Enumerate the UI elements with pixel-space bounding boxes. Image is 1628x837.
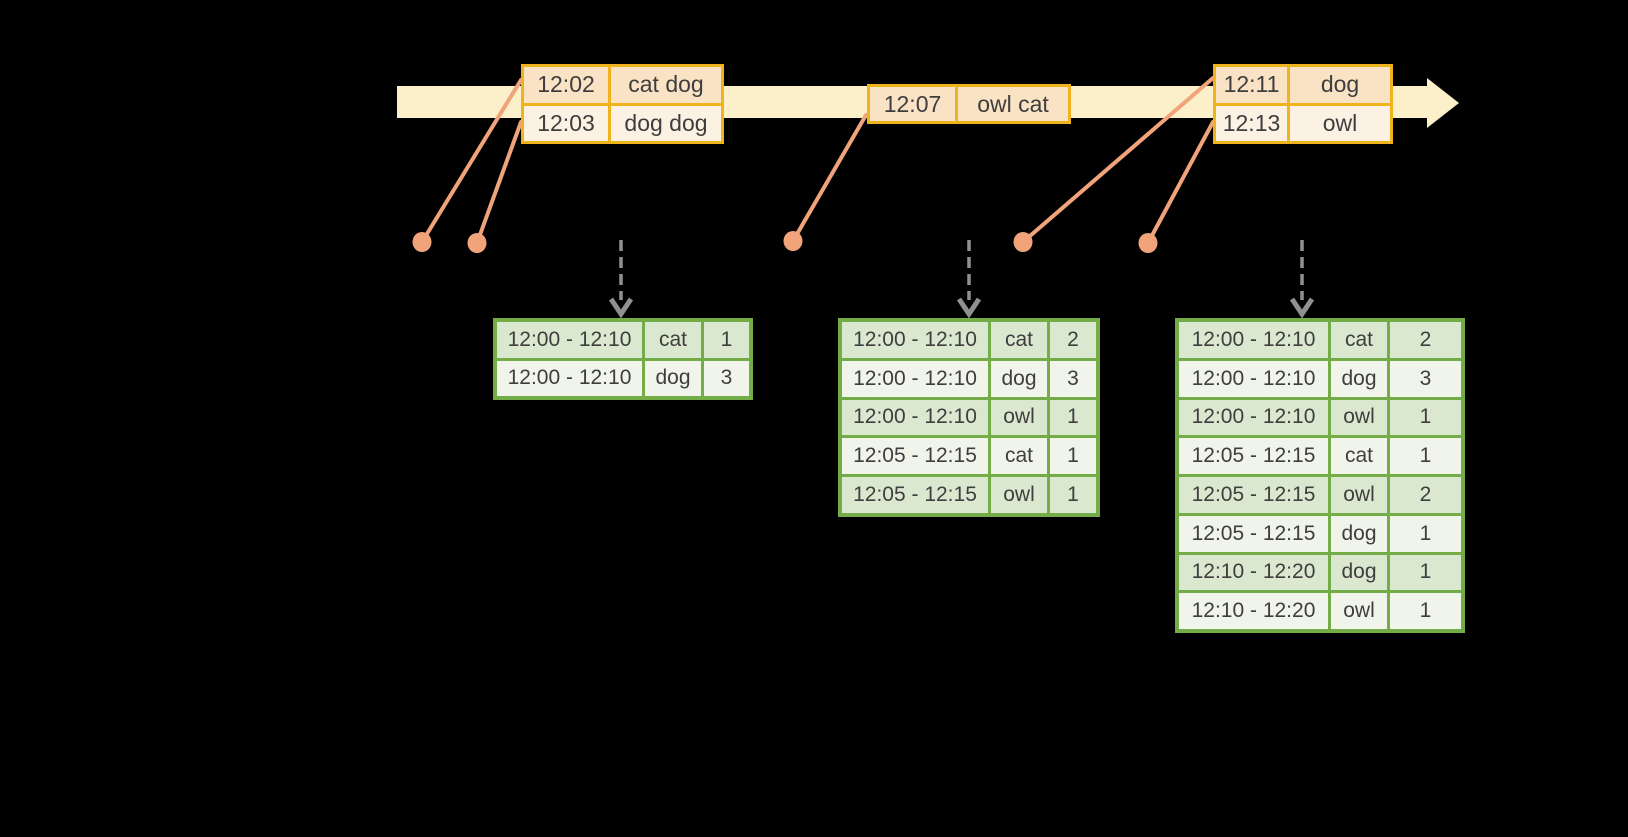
- event-connector-line: [420, 78, 523, 244]
- event-time-cell: 12:03: [524, 105, 608, 141]
- count-cell: 1: [1050, 438, 1096, 475]
- count-cell: 1: [704, 322, 749, 358]
- count-cell: 1: [1050, 399, 1096, 436]
- event-connector-line: [791, 113, 868, 243]
- event-connector-line: [1146, 120, 1215, 245]
- event-words-cell: dog: [1290, 67, 1390, 103]
- event-time-dot: [467, 233, 487, 253]
- word-cell: cat: [991, 438, 1047, 475]
- trigger-arrows: [608, 240, 1315, 319]
- count-cell: 1: [1390, 554, 1461, 591]
- count-cell: 1: [1390, 438, 1461, 474]
- count-cell: 2: [1050, 322, 1096, 358]
- window-cell: 12:00 - 12:10: [497, 360, 642, 396]
- window-cell: 12:10 - 12:20: [1179, 593, 1328, 629]
- window-cell: 12:05 - 12:15: [1179, 438, 1328, 474]
- word-cell: owl: [1331, 593, 1387, 629]
- window-cell: 12:00 - 12:10: [842, 322, 988, 358]
- count-cell: 3: [1390, 360, 1461, 397]
- word-cell: dog: [1331, 554, 1387, 591]
- word-cell: owl: [991, 399, 1047, 436]
- window-cell: 12:10 - 12:20: [1179, 554, 1328, 591]
- event-words-cell: cat dog: [611, 67, 721, 103]
- word-cell: dog: [645, 360, 701, 396]
- event-words-cell: owl: [1290, 105, 1390, 141]
- event-connector-line: [1021, 76, 1215, 244]
- trigger-arrowhead-icon: [956, 297, 982, 319]
- count-cell: 1: [1390, 515, 1461, 552]
- window-cell: 12:00 - 12:10: [1179, 399, 1328, 436]
- word-cell: dog: [1331, 515, 1387, 552]
- count-cell: 2: [1390, 322, 1461, 358]
- trigger-arrowhead-icon: [608, 297, 634, 319]
- window-cell: 12:05 - 12:15: [1179, 477, 1328, 513]
- word-cell: owl: [1331, 477, 1387, 513]
- window-cell: 12:00 - 12:10: [1179, 360, 1328, 397]
- window-cell: 12:00 - 12:10: [842, 399, 988, 436]
- window-cell: 12:05 - 12:15: [842, 438, 988, 475]
- window-cell: 12:05 - 12:15: [842, 477, 988, 513]
- event-time-cell: 12:02: [524, 67, 608, 103]
- window-cell: 12:00 - 12:10: [842, 360, 988, 397]
- count-cell: 3: [1050, 360, 1096, 397]
- word-cell: owl: [991, 477, 1047, 513]
- window-cell: 12:05 - 12:15: [1179, 515, 1328, 552]
- count-cell: 1: [1390, 593, 1461, 629]
- word-cell: owl: [1331, 399, 1387, 436]
- count-cell: 2: [1390, 477, 1461, 513]
- word-cell: dog: [991, 360, 1047, 397]
- event-words-cell: owl cat: [958, 87, 1068, 121]
- event-time-dot: [1138, 233, 1158, 253]
- timeline-arrowhead-icon: [1427, 78, 1459, 128]
- event-time-dot: [1013, 232, 1033, 252]
- word-cell: cat: [991, 322, 1047, 358]
- event-connector-lines: [420, 76, 1215, 245]
- event-time-dots: [412, 231, 1158, 253]
- event-time-cell: 12:13: [1216, 105, 1287, 141]
- event-time-dot: [783, 231, 803, 251]
- event-time-cell: 12:11: [1216, 67, 1287, 103]
- count-cell: 3: [704, 360, 749, 396]
- window-cell: 12:00 - 12:10: [1179, 322, 1328, 358]
- event-time-cell: 12:07: [870, 87, 955, 121]
- event-connector-line: [475, 120, 523, 245]
- window-cell: 12:00 - 12:10: [497, 322, 642, 358]
- count-cell: 1: [1050, 477, 1096, 513]
- word-cell: cat: [1331, 438, 1387, 474]
- event-words-cell: dog dog: [611, 105, 721, 141]
- event-time-dot: [412, 232, 432, 252]
- count-cell: 1: [1390, 399, 1461, 436]
- word-cell: cat: [1331, 322, 1387, 358]
- trigger-arrowhead-icon: [1289, 297, 1315, 319]
- word-cell: cat: [645, 322, 701, 358]
- word-cell: dog: [1331, 360, 1387, 397]
